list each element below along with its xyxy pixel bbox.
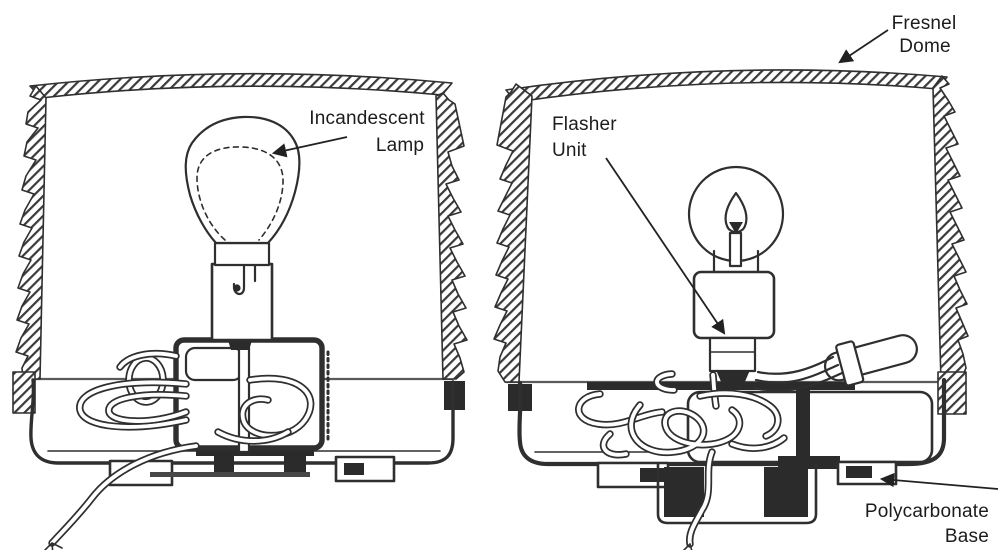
right-dome-right-wall (932, 75, 969, 383)
left-socket-contact-dot (233, 284, 241, 292)
right-bracket-foot (778, 456, 840, 469)
left-center-post (237, 338, 251, 454)
flasher-unit-label-line2: Unit (552, 140, 587, 161)
left-fresnel-dome (12, 72, 468, 414)
fresnel-dome-arrow (838, 29, 889, 64)
right-fresnel-dome (493, 69, 969, 415)
callouts: Incandescent Lamp Flasher Unit Fresnel D… (271, 13, 999, 547)
left-base-mount-block-b (284, 456, 306, 473)
left-dome-top-wall (29, 72, 453, 99)
left-lamp-and-socket (184, 115, 301, 342)
right-base-foot-right-block (846, 466, 872, 478)
fresnel-dome-label-line2: Dome (899, 36, 950, 57)
left-exit-wire-frayed-end (43, 542, 63, 550)
left-housing-module (184, 346, 244, 382)
right-filament-stem (728, 231, 743, 268)
right-flasher-neck (708, 336, 757, 373)
left-base-mount-block-a (214, 456, 234, 473)
flasher-unit-label-line1: Flasher (552, 114, 617, 135)
right-mount-bracket (796, 390, 810, 458)
right-socket-wedge (716, 370, 750, 384)
left-base-foot-right-block (344, 463, 364, 475)
left-wire-harness (43, 354, 311, 550)
left-dome-left-wall (15, 85, 47, 380)
incandescent-lamp-label-line2: Lamp (376, 135, 424, 156)
right-battery-compartment (656, 462, 818, 525)
wire (579, 394, 662, 425)
polycarbonate-base-label-line1: Polycarbonate (865, 501, 989, 522)
right-bulb-neck-lines (712, 249, 760, 274)
left-lamp-neck (213, 241, 271, 267)
polycarbonate-base-label-line2: Base (945, 526, 989, 547)
left-bulb-outline (184, 115, 301, 245)
fresnel-dome-label-line1: Fresnel (892, 13, 957, 34)
left-base-mount-bar (196, 449, 314, 456)
polycarbonate-base-arrow (879, 472, 999, 490)
left-light-assembly (12, 72, 468, 550)
right-lamp-and-flasher (687, 165, 785, 384)
right-base-foot-left-block (640, 468, 664, 482)
left-base-bottom-bar (150, 472, 310, 477)
right-dome-left-wall (493, 83, 533, 383)
flasher-unit-arrow (605, 157, 726, 335)
incandescent-lamp-label-line1: Incandescent (309, 108, 425, 129)
left-dome-right-wall (435, 92, 468, 380)
right-circuit-plate (587, 382, 855, 390)
incandescent-lamp-arrow (271, 136, 348, 158)
right-photocell-leads (752, 355, 844, 392)
right-photocell-collar (835, 340, 865, 387)
right-battery-block-right (764, 467, 808, 517)
right-battery-block-left (664, 467, 704, 517)
left-lamp-socket (210, 262, 274, 342)
right-photocell (823, 334, 918, 387)
left-dome-left-flange (12, 371, 36, 414)
right-base-outline (517, 377, 947, 467)
left-bulb-inner-envelope (196, 146, 284, 241)
left-base-outline (29, 378, 455, 465)
right-dome-top-wall (505, 69, 948, 103)
right-light-assembly (493, 69, 969, 550)
right-filament-dark-tip (729, 222, 743, 234)
